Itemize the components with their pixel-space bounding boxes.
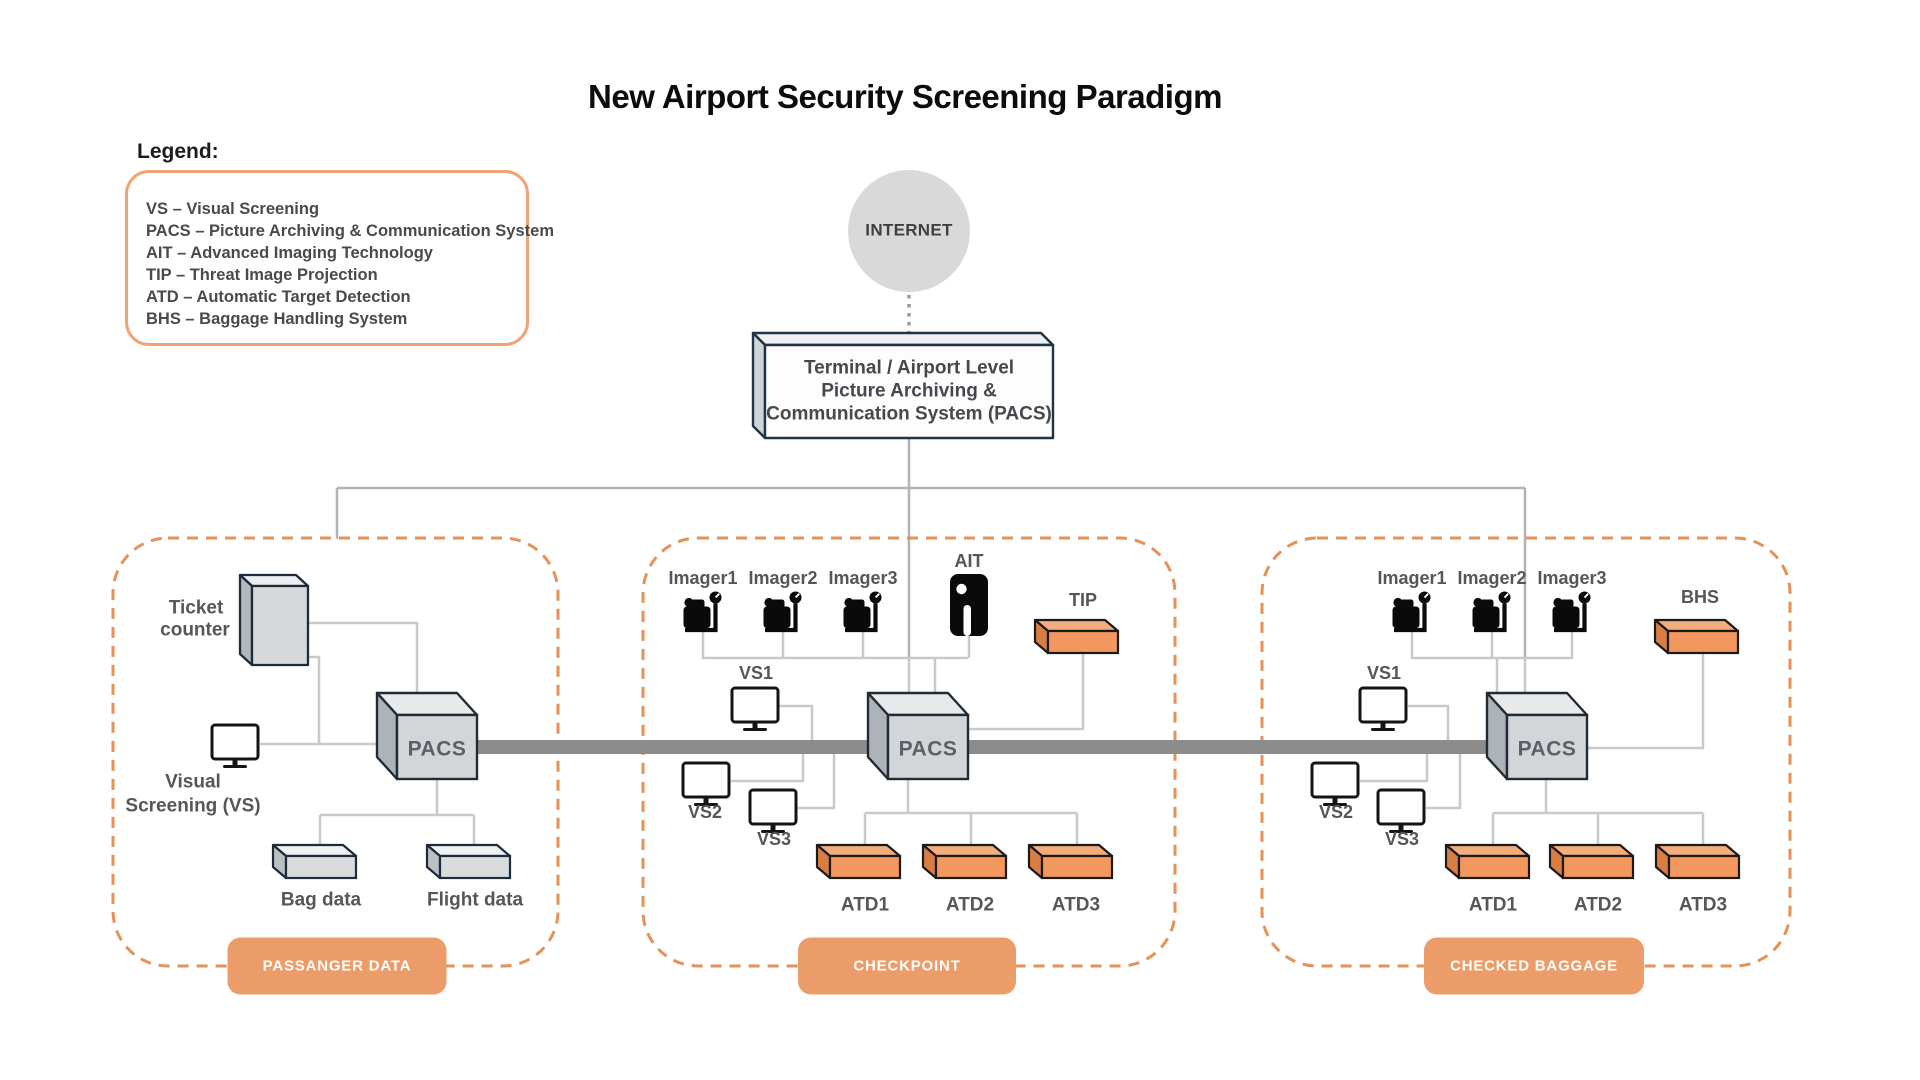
baggage-imager2-label: Imager2 <box>1457 568 1527 589</box>
baggage-vs3-monitor-icon <box>1376 788 1426 835</box>
passenger-vs-monitor-icon <box>210 723 260 770</box>
checkpoint-badge: CHECKPOINT <box>798 937 1016 995</box>
baggage-imager3-label: Imager3 <box>1537 568 1607 589</box>
bhs-label: BHS <box>1680 587 1720 608</box>
flight-data-label: Flight data <box>426 889 524 911</box>
checked-baggage-container <box>1260 536 1792 968</box>
ait-label: AIT <box>954 551 984 572</box>
visual-screening-label-line1: Visual <box>165 771 221 793</box>
baggage-vs2-monitor-icon <box>1310 761 1360 808</box>
tip-slab <box>1033 618 1120 655</box>
baggage-vs1-monitor-icon <box>1358 686 1408 733</box>
baggage-vs2-label: VS2 <box>1318 802 1354 823</box>
baggage-vs3-label: VS3 <box>1384 829 1420 850</box>
baggage-atd3-slab <box>1654 843 1741 880</box>
checkpoint-atd3-slab <box>1027 843 1114 880</box>
backbone-branch-lines <box>335 438 1527 659</box>
baggage-atd2-slab <box>1548 843 1635 880</box>
ticket-counter-label-line2: counter <box>160 619 230 641</box>
checkpoint-imager1-label: Imager1 <box>668 568 738 589</box>
checkpoint-atd2-label: ATD2 <box>945 894 995 916</box>
bag-data-slab <box>271 843 358 880</box>
checkpoint-imager2-icon <box>764 592 802 631</box>
pacs-backbone-bar <box>477 740 1495 754</box>
checkpoint-imager2-label: Imager2 <box>748 568 818 589</box>
checkpoint-imager3-label: Imager3 <box>828 568 898 589</box>
ticket-counter-label-line1: Ticket <box>168 597 224 619</box>
terminal-pacs-line1: Terminal / Airport Level <box>803 357 1015 379</box>
terminal-pacs-line2: Picture Archiving & <box>821 380 997 402</box>
checkpoint-atd3-label: ATD3 <box>1051 894 1101 916</box>
visual-screening-label-line2: Screening (VS) <box>125 795 261 817</box>
passenger-data-badge: PASSANGER DATA <box>227 937 447 995</box>
baggage-atd3-label: ATD3 <box>1678 894 1728 916</box>
bhs-slab <box>1653 618 1740 655</box>
legend-item-atd: ATD – Automatic Target Detection <box>146 288 411 306</box>
flight-data-slab <box>425 843 512 880</box>
checkpoint-pacs-label: PACS <box>898 737 958 761</box>
legend-item-bhs: BHS – Baggage Handling System <box>146 310 408 328</box>
checkpoint-atd1-slab <box>815 843 902 880</box>
legend-item-ait: AIT – Advanced Imaging Technology <box>146 244 433 262</box>
terminal-pacs-box <box>751 331 1055 440</box>
checkpoint-vs1-monitor-icon <box>730 686 780 733</box>
checkpoint-vs3-monitor-icon <box>748 788 798 835</box>
baggage-imager2-icon <box>1473 592 1511 631</box>
legend-item-pacs: PACS – Picture Archiving & Communication… <box>146 222 555 240</box>
baggage-vs1-label: VS1 <box>1366 663 1402 684</box>
baggage-pacs-label: PACS <box>1517 737 1577 761</box>
checkpoint-atd2-slab <box>921 843 1008 880</box>
tip-label: TIP <box>1068 590 1098 611</box>
checkpoint-atd1-label: ATD1 <box>840 894 890 916</box>
legend-heading: Legend: <box>137 140 219 163</box>
checked-baggage-badge: CHECKED BAGGAGE <box>1424 937 1644 995</box>
baggage-imager3-icon <box>1553 592 1591 631</box>
ticket-counter-box <box>238 573 310 667</box>
baggage-atd1-label: ATD1 <box>1468 894 1518 916</box>
bag-data-label: Bag data <box>280 889 362 911</box>
baggage-imager1-label: Imager1 <box>1377 568 1447 589</box>
baggage-atd1-slab <box>1444 843 1531 880</box>
checkpoint-vs2-label: VS2 <box>687 802 723 823</box>
internet-label: INTERNET <box>865 220 953 240</box>
checkpoint-vs2-monitor-icon <box>681 761 731 808</box>
passenger-pacs-cube <box>375 691 479 781</box>
checkpoint-vs1-label: VS1 <box>738 663 774 684</box>
section-connector-lines <box>260 621 1705 847</box>
terminal-pacs-line3: Communication System (PACS) <box>766 403 1052 425</box>
legend-item-tip: TIP – Threat Image Projection <box>146 266 378 284</box>
checkpoint-imager1-icon <box>684 592 722 631</box>
checked-baggage-pacs-cube <box>1485 691 1589 781</box>
checkpoint-imager3-icon <box>844 592 882 631</box>
internet-cloud-circle <box>848 170 970 292</box>
legend-box <box>125 170 529 346</box>
baggage-atd2-label: ATD2 <box>1573 894 1623 916</box>
checkpoint-pacs-cube <box>866 691 970 781</box>
page-title: New Airport Security Screening Paradigm <box>588 77 1222 115</box>
legend-item-vs: VS – Visual Screening <box>146 200 320 218</box>
baggage-imager1-icon <box>1393 592 1431 631</box>
passenger-pacs-label: PACS <box>407 737 467 761</box>
checkpoint-vs3-label: VS3 <box>756 829 792 850</box>
ait-body-scanner-icon <box>950 574 988 636</box>
